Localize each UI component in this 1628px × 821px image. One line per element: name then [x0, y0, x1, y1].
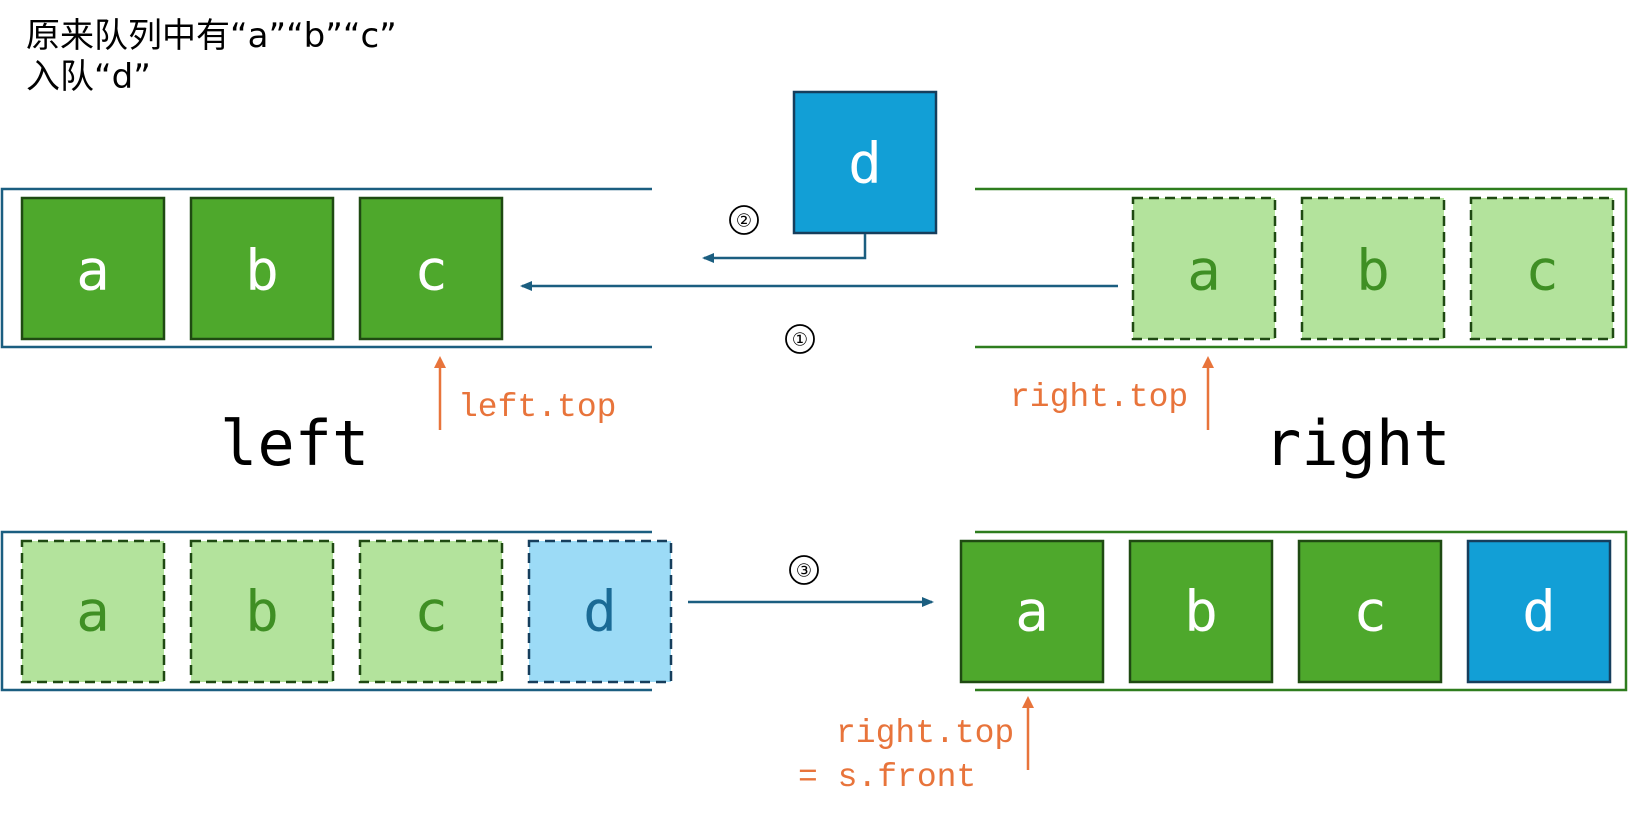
step-2-number: ② [736, 211, 752, 232]
right-stack-name: right [1264, 407, 1451, 480]
top-left-item-c-label: c [414, 239, 448, 304]
top-right-ghost-item-a: a [1131, 196, 1277, 341]
left-stack-outline-top [0, 187, 652, 349]
step-2-arrow [702, 234, 867, 263]
step-1-marker: ① [785, 324, 815, 354]
bottom-left-ghost-item-c-label: c [414, 580, 448, 645]
bottom-left-ghost-item-d: d [527, 539, 673, 684]
left-top-pointer-label: left.top [458, 389, 616, 426]
bottom-right-pointer-label-line-2: = s.front [798, 759, 976, 796]
right-top-pointer-label: right.top [1010, 379, 1188, 416]
left-stack-name: left [220, 407, 369, 480]
left-stack-outline-bottom [0, 530, 652, 692]
step-3-number: ③ [796, 561, 812, 582]
top-left-item-a-label: a [76, 239, 110, 304]
top-left-item-a: a [20, 196, 166, 341]
incoming-item-d: d [792, 90, 938, 235]
step-1-number: ① [792, 330, 808, 351]
top-left-item-c: c [358, 196, 504, 341]
top-right-ghost-item-c: c [1469, 196, 1615, 341]
caption-line-1: 原来队列中有“a”“b”“c” [26, 16, 397, 56]
top-right-ghost-item-b: b [1300, 196, 1446, 341]
bottom-right-item-a: a [959, 539, 1105, 684]
bottom-left-ghost-item-a-label: a [76, 580, 110, 645]
bottom-right-item-d-label: d [1522, 580, 1556, 645]
bottom-right-item-c: c [1297, 539, 1443, 684]
top-right-ghost-item-b-label: b [1356, 239, 1390, 304]
right-stack-outline-top [975, 187, 1628, 349]
bottom-right-item-b: b [1128, 539, 1274, 684]
top-right-ghost-item-a-label: a [1187, 239, 1221, 304]
right-stack-outline-bottom [975, 530, 1628, 692]
incoming-item-d-label: d [848, 132, 882, 197]
step-3-marker: ③ [789, 555, 819, 585]
top-left-item-b: b [189, 196, 335, 341]
bottom-left-ghost-item-b-label: b [245, 580, 279, 645]
bottom-left-ghost-item-d-label: d [583, 580, 617, 645]
bottom-left-ghost-item-a: a [20, 539, 166, 684]
caption-line-2: 入队“d” [26, 57, 151, 97]
bottom-right-item-b-label: b [1184, 580, 1218, 645]
step-2-marker: ② [729, 205, 759, 235]
bottom-left-ghost-item-c: c [358, 539, 504, 684]
bottom-left-ghost-item-b: b [189, 539, 335, 684]
bottom-right-item-c-label: c [1353, 580, 1387, 645]
bottom-right-item-a-label: a [1015, 580, 1049, 645]
top-right-ghost-item-c-label: c [1525, 239, 1559, 304]
bottom-right-item-d: d [1466, 539, 1612, 684]
bottom-right-pointer-label-line-1: right.top [836, 715, 1014, 752]
top-left-item-b-label: b [245, 239, 279, 304]
